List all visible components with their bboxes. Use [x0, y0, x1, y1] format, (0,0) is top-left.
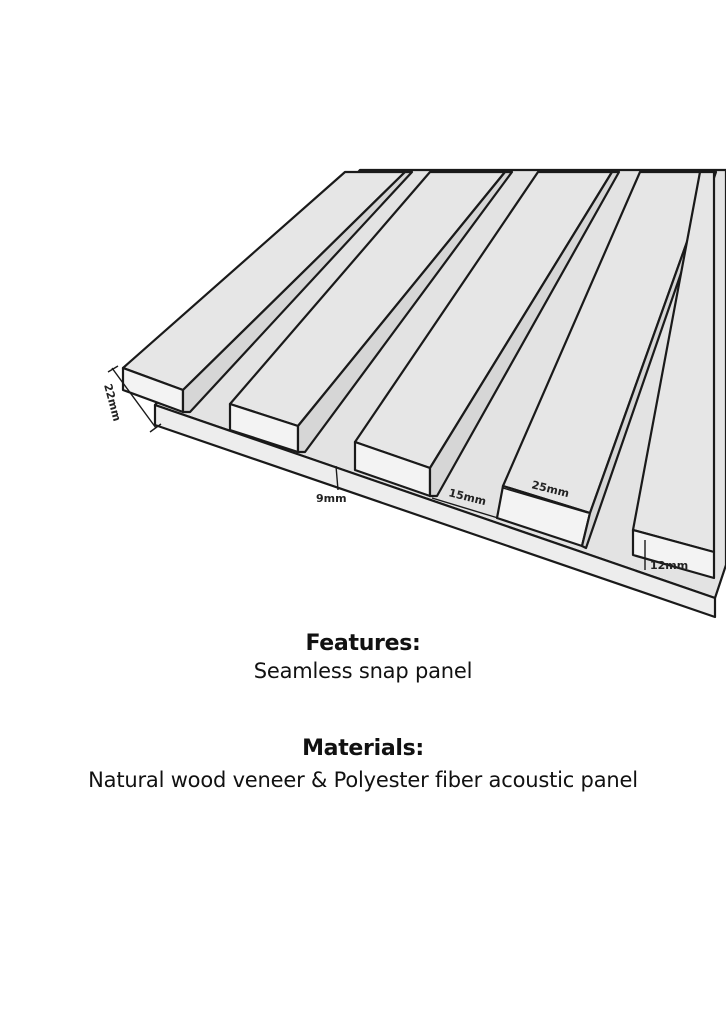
- materials-heading: Materials:: [302, 736, 424, 761]
- thickness-dimension-line: [107, 365, 162, 433]
- gap-depth-dimension-line: [335, 465, 339, 491]
- features-text: Seamless snap panel: [253, 659, 473, 683]
- dimension-label-base-thickness: 12mm: [650, 559, 688, 572]
- dimension-label-thickness: 22mm: [101, 382, 123, 422]
- wood-slat-3: [353, 170, 621, 498]
- wood-slat-1: [121, 170, 414, 414]
- slat-width-dimension-line: [502, 487, 589, 514]
- dimension-label-gap-depth: 9mm: [316, 492, 347, 505]
- wood-slat-5: [631, 170, 716, 580]
- acoustic-panel-diagram: 22mm 9mm 15mm 25mm 12mm: [101, 168, 726, 619]
- materials-text: Natural wood veneer & Polyester fiber ac…: [88, 768, 638, 792]
- wood-slat-2: [228, 170, 514, 454]
- features-heading: Features:: [305, 631, 421, 656]
- gap-width-dimension-line: [431, 497, 499, 519]
